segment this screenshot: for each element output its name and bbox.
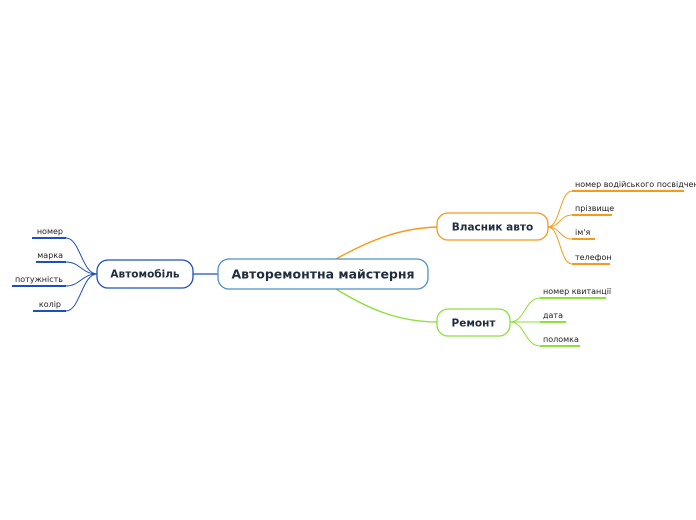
leaf-owner-surname[interactable]: прізвище [572, 204, 614, 216]
branch-owner-label: Власник авто [452, 222, 533, 234]
branch-car[interactable]: Автомобіль [96, 259, 194, 289]
leaf-car-color[interactable]: колір [33, 300, 66, 312]
leaf-label: колір [39, 300, 61, 309]
leaf-label: потужність [15, 275, 63, 284]
leaf-repair-receipt[interactable]: номер квитанції [540, 287, 612, 299]
branch-car-label: Автомобіль [110, 269, 179, 281]
leaf-car-number[interactable]: номер [32, 227, 66, 239]
leaf-owner-license[interactable]: номер водійського посвідчення [572, 180, 696, 192]
leaf-repair-date[interactable]: дата [540, 311, 566, 323]
leaf-label: номер водійського посвідчення [575, 180, 696, 189]
leaf-label: прізвище [575, 204, 614, 213]
connector-car-number [65, 237, 98, 275]
central-node-label: Авторемонтна майстерня [231, 267, 414, 282]
leaf-label: дата [543, 311, 563, 320]
connectors [65, 190, 573, 347]
connector-central-owner [335, 226, 439, 260]
connector-car-color [65, 273, 98, 312]
connector-owner-license [547, 190, 573, 228]
leaf-car-brand[interactable]: марка [36, 251, 66, 263]
leaf-repair-fault[interactable]: поломка [540, 335, 580, 347]
connector-owner-phone [547, 226, 573, 265]
central-node[interactable]: Авторемонтна майстерня [217, 258, 429, 290]
branch-owner[interactable]: Власник авто [436, 212, 549, 241]
connector-owner-surname [547, 214, 573, 228]
leaf-car-power[interactable]: потужність [12, 275, 66, 287]
leaf-owner-phone[interactable]: телефон [572, 253, 612, 265]
leaf-owner-name[interactable]: ім'я [572, 228, 595, 240]
leaf-label: номер квитанції [543, 287, 612, 296]
leaf-label: ім'я [575, 228, 590, 237]
leaf-label: марка [37, 251, 63, 260]
branch-repair[interactable]: Ремонт [436, 308, 511, 337]
connector-car-brand [65, 261, 98, 275]
connector-central-repair [335, 288, 439, 323]
leaf-label: телефон [575, 253, 612, 262]
leaf-label: номер [37, 227, 63, 236]
connector-repair-receipt [509, 297, 541, 323]
leaf-label: поломка [543, 335, 579, 344]
branch-repair-label: Ремонт [452, 318, 497, 330]
connector-repair-fault [509, 321, 541, 347]
